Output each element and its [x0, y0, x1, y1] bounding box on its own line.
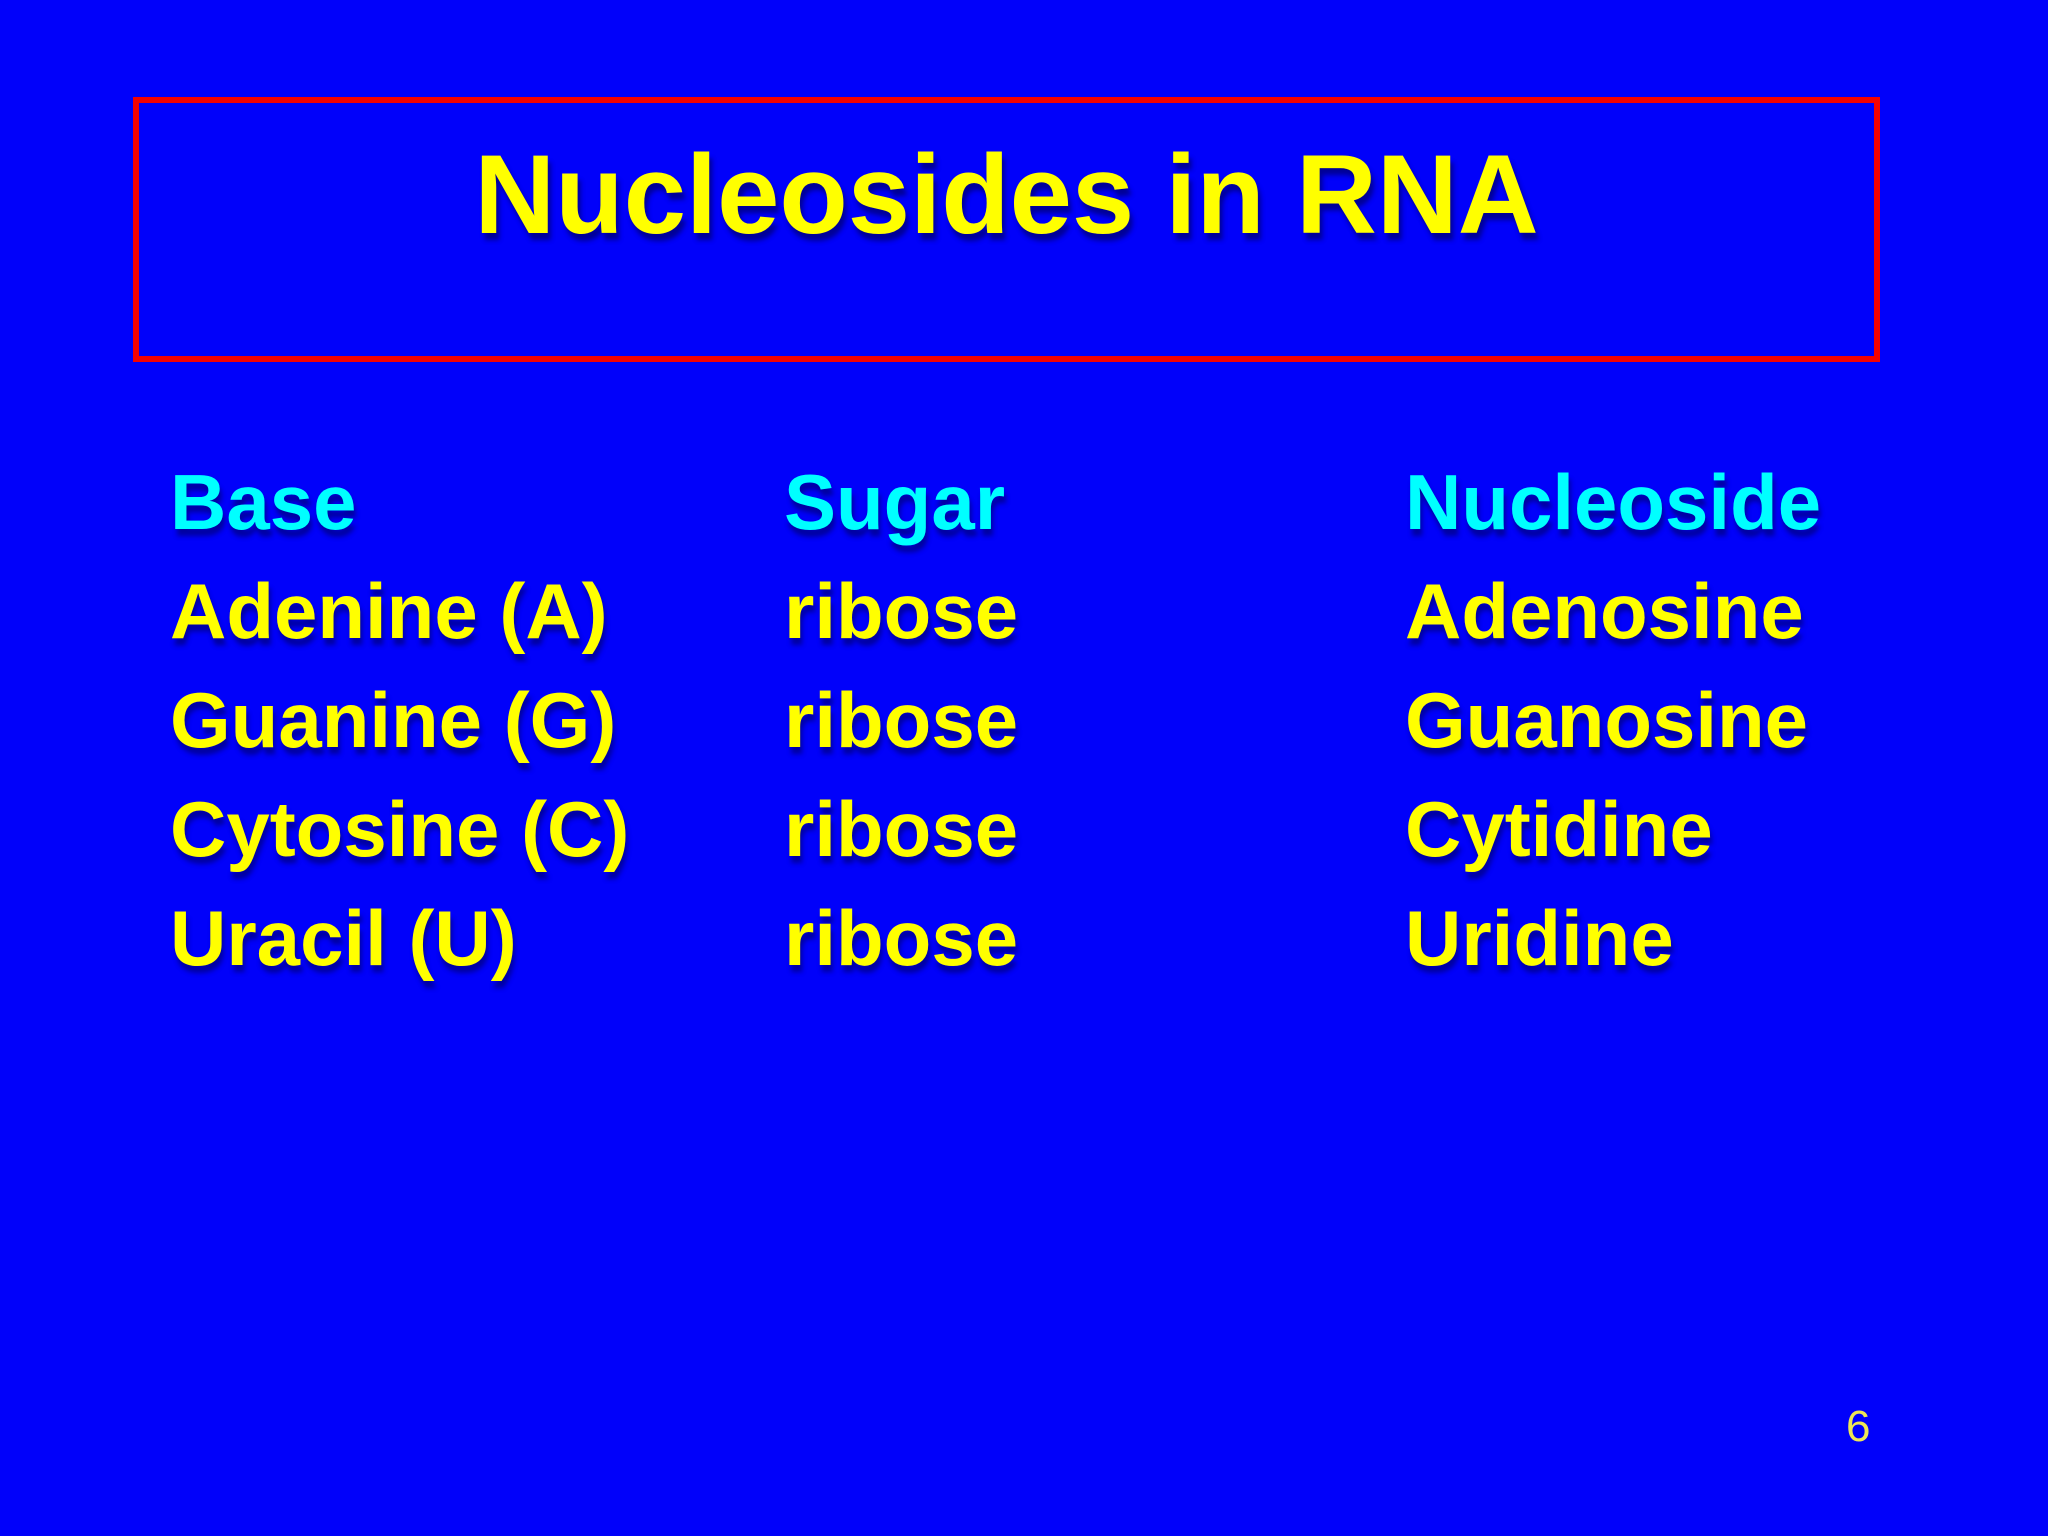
cell-nucleoside: Uridine: [1405, 893, 1674, 982]
nucleosides-table: Base Sugar Nucleoside Adenine (A) ribose…: [170, 447, 1821, 992]
cell-sugar: ribose: [784, 893, 1019, 982]
table-row-guanine: Guanine (G) ribose Guanosine: [170, 665, 1821, 774]
table-header-row: Base Sugar Nucleoside: [170, 447, 1821, 556]
column-header-nucleoside: Nucleoside: [1405, 457, 1822, 546]
table-row-cytosine: Cytosine (C) ribose Cytidine: [170, 774, 1821, 883]
cell-base: Uracil (U): [170, 893, 517, 982]
slide-title: Nucleosides in RNA: [474, 132, 1539, 257]
page-number: 6: [1846, 1402, 1871, 1451]
table-row-adenine: Adenine (A) ribose Adenosine: [170, 556, 1821, 665]
cell-base: Guanine (G): [170, 675, 617, 764]
table-row-uracil: Uracil (U) ribose Uridine: [170, 883, 1821, 992]
cell-nucleoside: Guanosine: [1405, 675, 1809, 764]
column-header-base: Base: [170, 457, 357, 546]
cell-base: Adenine (A): [170, 566, 608, 655]
cell-nucleoside: Cytidine: [1405, 784, 1713, 873]
title-box: Nucleosides in RNA: [133, 97, 1880, 362]
column-header-sugar: Sugar: [784, 457, 1006, 546]
cell-sugar: ribose: [784, 566, 1019, 655]
cell-sugar: ribose: [784, 784, 1019, 873]
cell-nucleoside: Adenosine: [1405, 566, 1804, 655]
cell-sugar: ribose: [784, 675, 1019, 764]
cell-base: Cytosine (C): [170, 784, 630, 873]
